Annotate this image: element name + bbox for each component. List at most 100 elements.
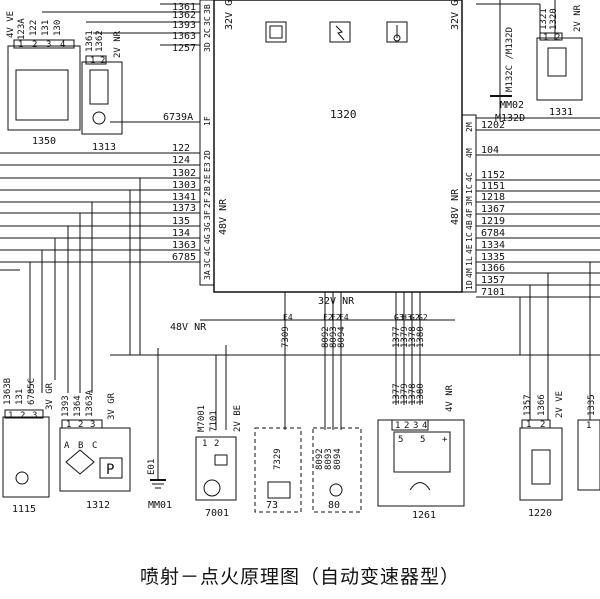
component-1220-pin: 1	[526, 420, 531, 430]
p-box-icon	[99, 457, 123, 479]
diagram-caption: 喷射－点火原理图（自动变速器型）	[139, 566, 460, 588]
left-wire-label: 124	[172, 155, 190, 166]
relay-icon	[15, 69, 69, 121]
component-1331-box	[536, 37, 583, 101]
left-wire-label: 134	[172, 228, 190, 239]
ecu-right-pin: 1L	[465, 256, 474, 266]
component-1331-wire: 1321	[539, 8, 549, 30]
m132-label-1: M132D	[495, 113, 525, 124]
hand-icon	[409, 482, 431, 491]
component-1261-pin: 4	[422, 421, 427, 431]
ecu-supply-top-right: 32V GR	[450, 0, 461, 30]
component-1220-supply: 2V VE	[555, 391, 565, 418]
component-1115-wire: 1363B	[3, 378, 13, 405]
component-1220-box	[519, 427, 563, 501]
component-1350-box	[7, 45, 81, 131]
top-left-wire-label: 1362	[172, 10, 196, 21]
right-wire-label: 1357	[481, 275, 505, 286]
component-1313-wire: 1361	[85, 30, 95, 52]
ecu-bottom-pin: E4	[283, 313, 293, 322]
chip-icon	[265, 21, 287, 43]
component-1312-letter: C	[92, 441, 97, 451]
component-1331-pin: 1	[543, 33, 548, 43]
bottom-wire-label: 1379	[400, 326, 410, 348]
component-80-box	[312, 427, 362, 513]
component-1350-pin: 4	[60, 40, 65, 50]
component-1313-pin: 1	[90, 56, 95, 66]
component-1115-wire: 6785C	[27, 378, 37, 405]
ecu-right-pin: 2M	[465, 122, 474, 132]
gear-icon	[329, 483, 343, 497]
ecu-right-pin: 1C	[465, 232, 474, 242]
ecu-left-pin: 3G	[203, 222, 212, 232]
component-1335-wire: 1335	[587, 394, 597, 416]
ecu-left-pin: 2F	[203, 198, 212, 208]
component-1115-box	[2, 416, 50, 498]
bottom-wire-label: 1377	[392, 326, 402, 348]
left-wire-label: 1341	[172, 192, 196, 203]
component-80-wire: 8093	[324, 448, 334, 470]
bottom-wire-lines	[110, 292, 600, 480]
right-wire-label: 1152	[481, 170, 505, 181]
ecu-left-pin: 3F	[203, 210, 212, 220]
top-left-wire-label: 1393	[172, 20, 196, 31]
component-1312-p: P	[106, 462, 114, 478]
component-1115-pin: 3	[32, 411, 37, 421]
ecu-bottom-pin: F2	[331, 313, 341, 322]
temp-sensor-icon	[531, 449, 551, 485]
component-1312-wire: 1364	[73, 395, 83, 417]
ecu-right-pin: 1C	[465, 184, 474, 194]
component-7001-wire: 7101	[209, 410, 219, 432]
component-1350-wire: 131	[41, 20, 51, 36]
component-1331-id: 1331	[549, 107, 573, 118]
component-1312-pin: 3	[90, 420, 95, 430]
ecu-left-pin: 4G	[203, 234, 212, 244]
ecu-supply-right: 48V NR	[450, 188, 461, 225]
left-wire-label: 122	[172, 143, 190, 154]
component-1115-id: 1115	[12, 504, 36, 515]
component-7001-wire: M7001	[197, 405, 207, 432]
component-1350-pin: 1	[18, 40, 23, 50]
component-73-id: 73	[266, 500, 278, 511]
top-left-wire-label: 1363	[172, 31, 196, 42]
bridge-icon	[65, 449, 95, 475]
ecu-left-pin: 3B	[203, 4, 212, 14]
top-left-wire-label: 1361	[172, 2, 196, 13]
left-wire-label: 1373	[172, 203, 196, 214]
right-wire-label: 104	[481, 145, 499, 156]
component-1312-letter: A	[64, 441, 70, 451]
ecu-left-pin: E3	[203, 162, 212, 172]
right-wire-label: 1202	[481, 120, 505, 131]
component-1350-wire: 130	[53, 20, 63, 36]
component-1312-wire: 1363A	[85, 389, 95, 417]
ground-e01: E01	[147, 459, 157, 475]
ecu-bottom-pin: F2	[323, 313, 333, 322]
ecu-supply-bottom: 32V NR	[318, 296, 355, 307]
round-sensor-icon	[92, 111, 106, 125]
component-7001-supply: 2V BE	[233, 405, 243, 432]
component-1115-wire: 131	[15, 389, 25, 405]
component-1261-pin: 1	[395, 421, 400, 431]
component-1313-id: 1313	[92, 142, 116, 153]
ecu-right-pin: 4F	[465, 208, 474, 218]
component-1261-wire: 1380	[416, 383, 426, 405]
right-wire-label: 6784	[481, 228, 505, 239]
switch-icon	[89, 69, 109, 105]
component-1312-supply: 3V GR	[107, 392, 117, 420]
component-1312-pin: 1	[66, 420, 71, 430]
component-1331-wire: 1320	[549, 8, 559, 30]
right-wire-label: 1334	[481, 240, 505, 251]
component-1313-pin: 2	[100, 56, 105, 66]
component-1220-wire: 1366	[537, 394, 547, 416]
throttle-icon	[267, 481, 291, 499]
component-1312-wire: 1393	[61, 395, 71, 417]
right-wire-label: 1367	[481, 204, 505, 215]
component-1220-pin: 2	[540, 420, 545, 430]
injector-icon	[386, 21, 408, 43]
ecu-left-pin: 3C	[203, 16, 212, 26]
right-wire-label: 7101	[481, 287, 505, 298]
m132-label-2: M132C /M132D	[505, 27, 515, 92]
